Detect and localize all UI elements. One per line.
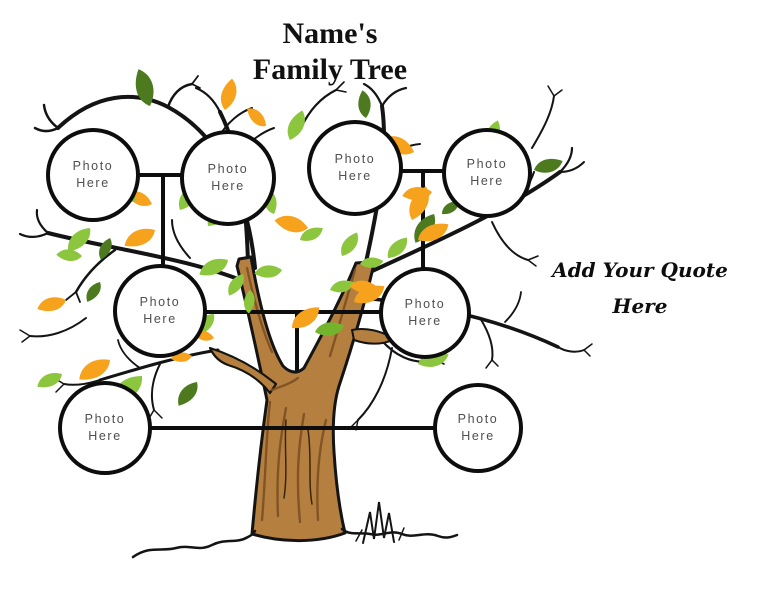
tree-leaves — [37, 69, 563, 406]
quote-line-2: Here — [612, 294, 668, 318]
photo-placeholder-label: Here — [88, 429, 122, 443]
leaf-icon — [351, 90, 378, 119]
connector-lines — [138, 169, 445, 430]
leaf-icon — [173, 381, 202, 406]
photo-placeholder-label: Photo — [84, 412, 126, 426]
photo-placeholder-label: Here — [211, 179, 245, 193]
ground-line — [131, 529, 257, 559]
photo-placeholder-label: Photo — [457, 412, 499, 426]
leaf-icon — [37, 370, 63, 391]
title-name-line: Name's — [282, 17, 378, 50]
leaf-icon — [254, 258, 283, 285]
leaf-icon — [336, 232, 363, 257]
photo-placeholder-label: Here — [461, 429, 495, 443]
photo-placeholder-3[interactable]: Photo Here — [307, 120, 403, 216]
page-title: Name's Family Tree — [170, 16, 490, 88]
photo-placeholder-8[interactable]: Photo Here — [433, 383, 523, 473]
photo-placeholder-7[interactable]: Photo Here — [58, 381, 152, 475]
photo-placeholder-label: Here — [143, 312, 177, 326]
photo-placeholder-1[interactable]: Photo Here — [46, 128, 140, 222]
leaf-icon — [124, 225, 156, 251]
photo-placeholder-label: Photo — [466, 157, 508, 171]
photo-placeholder-label: Photo — [207, 162, 249, 176]
leaf-icon — [37, 291, 67, 318]
photo-placeholder-label: Photo — [139, 295, 181, 309]
photo-placeholder-4[interactable]: Photo Here — [442, 128, 532, 218]
grass-tuft — [362, 501, 395, 544]
grass-tuft — [355, 527, 405, 542]
photo-placeholder-label: Here — [408, 314, 442, 328]
photo-placeholder-label: Here — [338, 169, 372, 183]
photo-placeholder-2[interactable]: Photo Here — [180, 130, 276, 226]
leaf-icon — [247, 105, 267, 129]
photo-placeholder-label: Photo — [334, 152, 376, 166]
photo-placeholder-6[interactable]: Photo Here — [379, 267, 471, 359]
trunk-shading — [245, 266, 357, 524]
photo-placeholder-label: Photo — [404, 297, 446, 311]
photo-placeholder-label: Here — [76, 176, 110, 190]
quote-placeholder[interactable]: Add Your Quote Here — [533, 256, 747, 320]
photo-placeholder-5[interactable]: Photo Here — [113, 264, 207, 358]
quote-line-1: Add Your Quote — [552, 258, 728, 282]
photo-placeholder-label: Here — [470, 174, 504, 188]
leaf-icon — [82, 281, 105, 302]
title-family-tree-line: Family Tree — [252, 53, 408, 86]
photo-placeholder-label: Photo — [72, 159, 114, 173]
